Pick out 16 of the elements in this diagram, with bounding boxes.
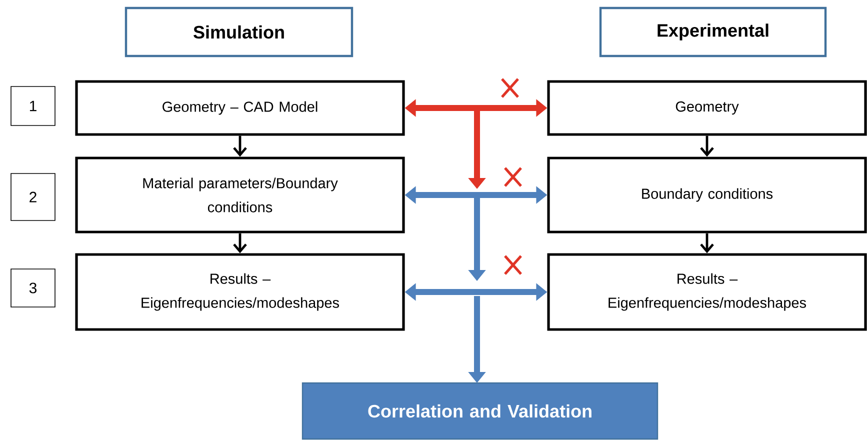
step-number-box: 2 [10,173,56,221]
process-box: Boundary conditions [547,156,867,234]
process-box: Geometry [547,80,867,136]
arrow [700,136,714,157]
header-box: Experimental [599,6,827,58]
arrow [700,233,714,254]
step-number-box: 1 [10,86,56,126]
arrow [233,233,247,254]
arrow [233,136,247,157]
result-box: Correlation and Validation [302,382,658,440]
process-box: Material parameters/Boundary conditions [75,156,405,234]
header-box: Simulation [124,6,354,58]
process-box: Results – Eigenfrequencies/modeshapes [75,253,405,331]
process-box: Geometry – CAD Model [75,80,405,136]
step-number-box: 3 [10,268,56,308]
process-box: Results – Eigenfrequencies/modeshapes [547,253,867,331]
